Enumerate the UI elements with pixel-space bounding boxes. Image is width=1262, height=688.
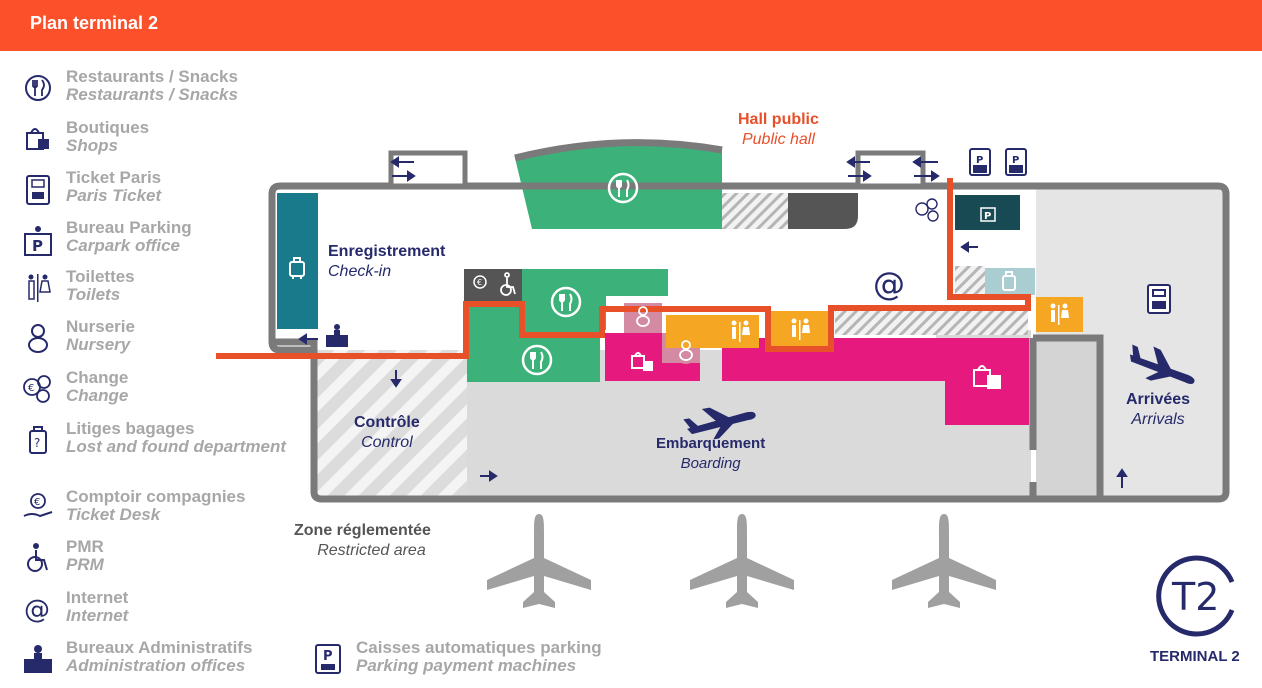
ticket-machine-icon-map <box>1147 284 1171 314</box>
parking-office <box>955 195 1020 230</box>
legend-label-en: Restaurants / Snacks <box>66 85 238 104</box>
svg-text:P: P <box>976 155 983 166</box>
internet-icon-map: @ <box>873 265 905 303</box>
legend-label-fr: Change <box>66 368 129 387</box>
plane-icon <box>487 514 591 608</box>
toilets-icon <box>28 274 51 302</box>
shop-icon-map-1 <box>631 352 653 371</box>
legend-label-fr: Bureaux Administratifs <box>66 638 253 657</box>
wheelchair-icon-map <box>500 272 516 296</box>
header-bar: Plan terminal 2 <box>0 0 1262 51</box>
control-label: Contrôle Control <box>354 414 420 451</box>
plane-icon <box>690 514 794 608</box>
svg-text:€: € <box>477 278 482 287</box>
terminal-outer-wall <box>268 182 1230 503</box>
exchange-icon-map: € <box>473 275 487 289</box>
svg-text:T2: T2 <box>1171 575 1219 619</box>
legend-label-en: Carpark office <box>66 236 181 255</box>
legend-label-fr: Caisses automatiques parking <box>356 638 602 657</box>
boarding-label: Embarquement Boarding <box>656 435 766 472</box>
restaurant-icon-map-2 <box>550 286 582 318</box>
baby-icon <box>28 324 48 353</box>
toilets-icon-map-3 <box>1050 303 1069 325</box>
legend-label-en: Lost and found department <box>66 437 287 456</box>
internet-icon: @ <box>24 595 50 625</box>
legend-label-en: Ticket Desk <box>66 505 161 524</box>
legend-label-fr: Restaurants / Snacks <box>66 67 238 86</box>
legend-label-en: Nursery <box>66 335 131 354</box>
svg-text:€: € <box>34 497 40 508</box>
svg-text:P: P <box>32 237 43 255</box>
svg-text:@: @ <box>24 595 50 625</box>
terminal-2-label: TERMINAL 2 <box>1150 648 1240 665</box>
legend-label-en: PRM <box>66 555 104 574</box>
plane-icon <box>892 514 996 608</box>
terminal-2-logo: T2 <box>1156 555 1235 637</box>
route-path <box>216 178 1031 359</box>
parking-payment-icon-map-1: P <box>969 148 991 176</box>
legend-label-fr: Litiges bagages <box>66 419 195 438</box>
shop-icon-map-2 <box>973 365 1001 389</box>
legend-label-fr: Ticket Paris <box>66 168 162 187</box>
restaurant-zone-lower <box>467 307 600 382</box>
legend-label-en: Administration offices <box>66 656 246 675</box>
baby-icon-map-1 <box>636 306 650 327</box>
shop-zone-right <box>722 338 1029 425</box>
legend-label-fr: Comptoir compagnies <box>66 487 246 506</box>
restaurant-icon <box>25 75 51 101</box>
toilets-icon-map-2 <box>791 318 810 340</box>
checkin-label: Enregistrement Check-in <box>328 243 446 280</box>
svg-text:P: P <box>984 211 991 222</box>
parking-payment-icon-map-2: P <box>1005 148 1027 176</box>
page-title: Plan terminal 2 <box>30 13 159 33</box>
legend-label-en: Shops <box>66 136 118 155</box>
parking-office-icon: P <box>24 226 52 256</box>
admin-office-icon <box>24 645 52 673</box>
wheelchair-icon <box>27 543 48 572</box>
legend-label-en: Internet <box>66 606 129 625</box>
arrival-plane-icon <box>1129 344 1195 384</box>
ticket-desk-icon: € <box>23 493 53 518</box>
legend-label-fr: Internet <box>66 588 129 607</box>
svg-text:?: ? <box>34 436 40 450</box>
baby-icon-map-2 <box>679 340 693 361</box>
svg-text:@: @ <box>873 265 905 303</box>
svg-text:€: € <box>28 383 34 394</box>
restaurant-icon-map-3 <box>521 344 553 376</box>
legend-label-fr: PMR <box>66 537 104 556</box>
parking-payment-icon: P <box>315 644 341 674</box>
admin-office-icon-map <box>326 324 348 347</box>
legend-label-en: Paris Ticket <box>66 186 162 205</box>
ticket-machine-icon <box>26 175 50 205</box>
departure-plane-icon <box>683 407 756 440</box>
hall-public-label: Hall public Public hall <box>738 111 819 148</box>
legend-label-fr: Toilettes <box>66 267 135 286</box>
lost-luggage-icon-map <box>1002 271 1016 291</box>
control-zone <box>316 350 467 497</box>
svg-text:P: P <box>323 649 333 664</box>
arrivals-label: Arrivées Arrivals <box>1126 391 1191 428</box>
legend-label-en: Parking payment machines <box>356 656 577 675</box>
exchange-desk <box>464 269 522 301</box>
legend-label-fr: Boutiques <box>66 118 150 137</box>
restricted-area-label: Zone réglementée Restricted area <box>294 522 431 559</box>
currency-exchange-icon: € <box>23 375 51 403</box>
luggage-icon-map <box>289 257 305 279</box>
change-icon-map <box>915 198 939 222</box>
shopping-bag-icon <box>26 128 49 150</box>
legend-label-fr: Bureau Parking <box>66 218 192 237</box>
lost-luggage-icon: ? <box>29 426 47 454</box>
legend-label-en: Change <box>66 386 129 405</box>
legend-label-fr: Nurserie <box>66 317 135 336</box>
svg-text:P: P <box>1012 155 1019 166</box>
legend-label-en: Toilets <box>66 285 121 304</box>
restaurant-icon-map-1 <box>607 172 639 204</box>
toilets-icon-map-1 <box>731 320 750 342</box>
parking-office-icon-map: P <box>980 207 996 222</box>
